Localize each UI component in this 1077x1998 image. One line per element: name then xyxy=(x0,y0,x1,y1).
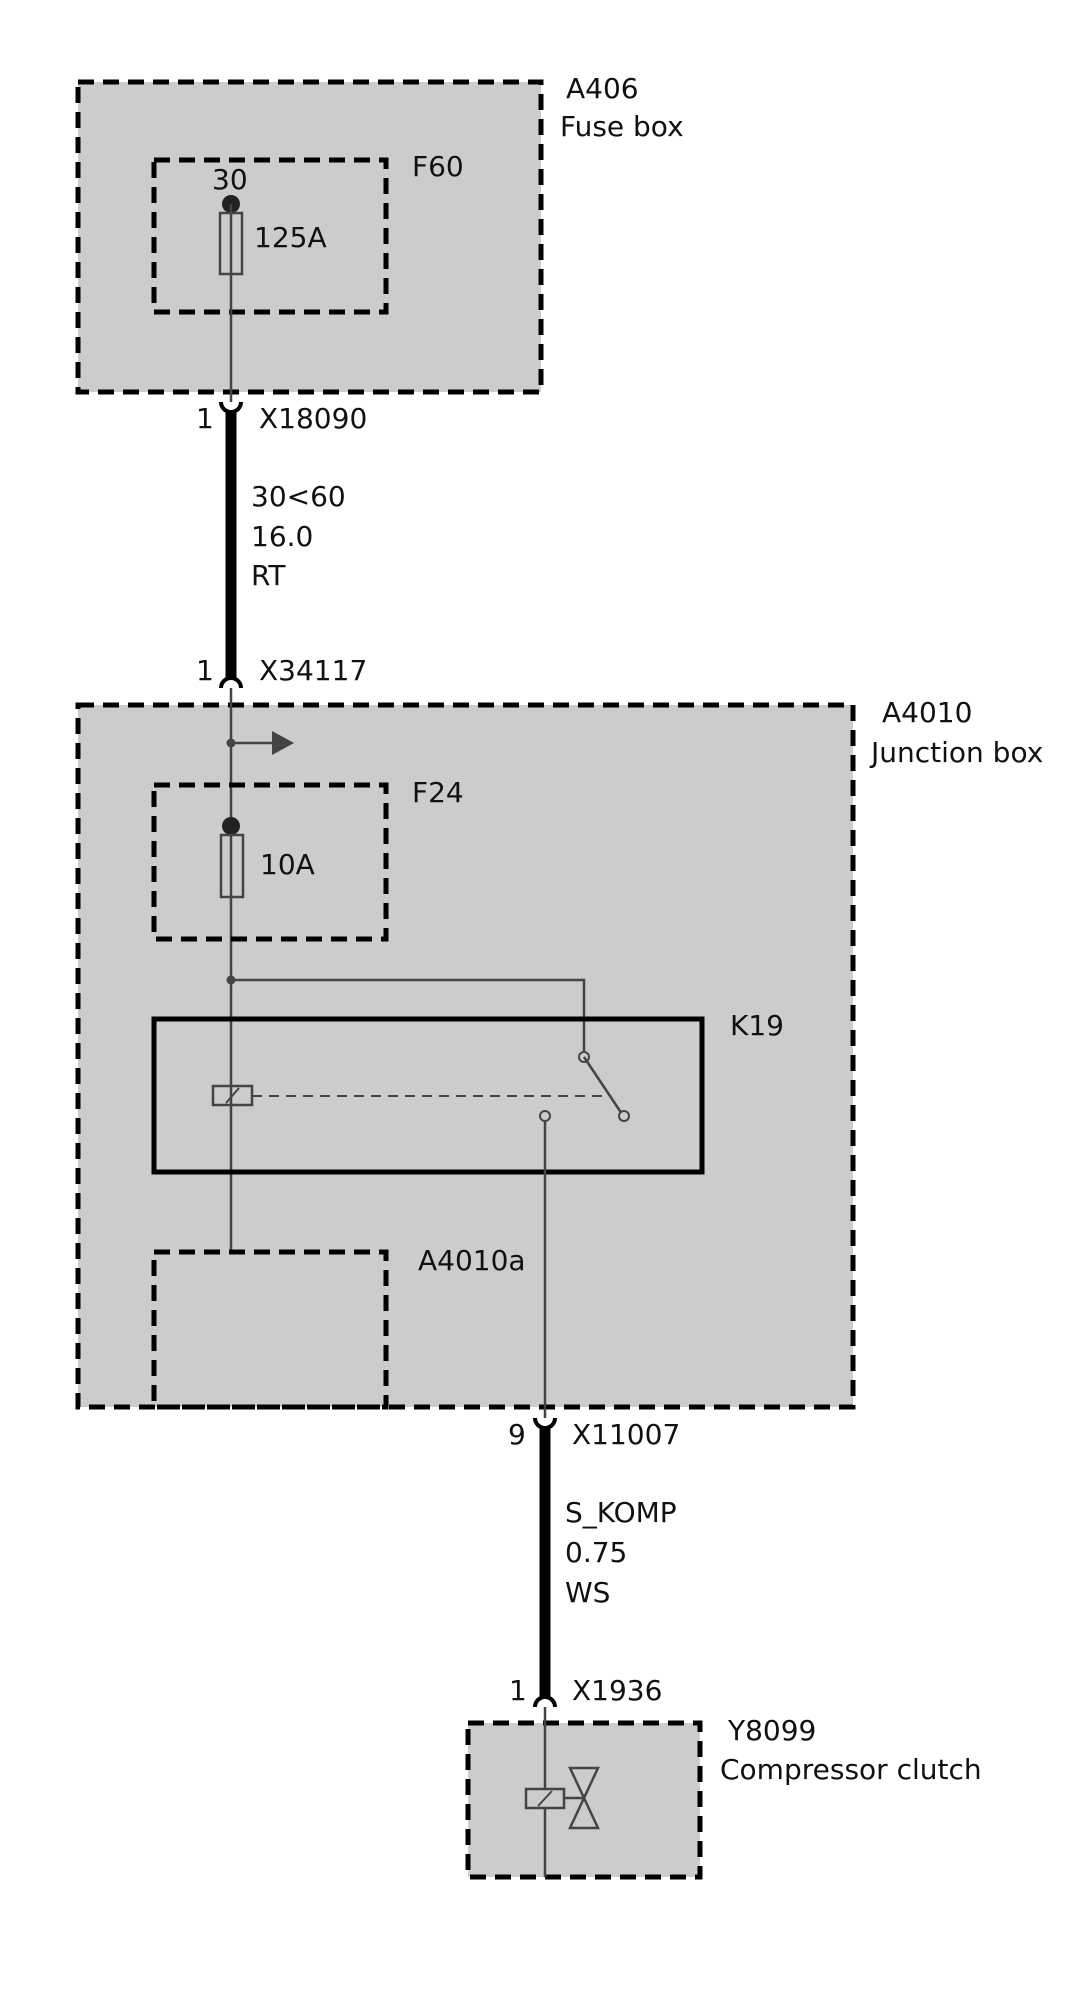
wire-upper-color: RT xyxy=(251,559,286,592)
fuse-f60-id: F60 xyxy=(412,150,464,183)
relay-contact-supply xyxy=(231,978,586,1057)
fuse-f24-box xyxy=(151,782,389,942)
relay-k19-box xyxy=(151,1016,705,1175)
relay-switch-arm xyxy=(582,1056,624,1115)
relay-contact-output xyxy=(539,1110,551,1122)
branch-arrow-icon xyxy=(272,731,294,755)
fuse-f24-node xyxy=(222,817,240,835)
wire-lower-size: 0.75 xyxy=(565,1536,627,1569)
fuse-f60-rating: 125A xyxy=(254,221,327,254)
wire-upper-signal: 30<60 xyxy=(251,480,346,513)
relay-contact-open xyxy=(618,1110,630,1122)
sub-module-a4010a-id: A4010a xyxy=(418,1244,526,1277)
compressor-clutch-id: Y8099 xyxy=(727,1714,816,1747)
fuse-f60-box xyxy=(151,157,389,315)
connector-x11007-symbol xyxy=(533,1417,557,1430)
connector-x18090-id: X18090 xyxy=(259,402,367,435)
wire-lower-signal: S_KOMP xyxy=(565,1496,677,1529)
connector-x34117-pin: 1 xyxy=(196,654,214,687)
clutch-valve-icon xyxy=(568,1766,600,1830)
fuse-f24-symbol xyxy=(219,833,245,899)
fuse-f60-terminal: 30 xyxy=(212,163,248,196)
compressor-clutch-name: Compressor clutch xyxy=(720,1753,982,1786)
connector-x11007-id: X11007 xyxy=(572,1418,680,1451)
connector-x18090-symbol xyxy=(219,401,243,414)
wire-lower-color: WS xyxy=(565,1576,610,1609)
relay-k19-id: K19 xyxy=(730,1009,784,1042)
relay-coil-diagonal xyxy=(225,1087,240,1104)
junction-box-name: Junction box xyxy=(869,736,1043,769)
connector-x1936-pin: 1 xyxy=(509,1674,527,1707)
connector-x1936-symbol xyxy=(533,1695,557,1708)
clutch-coil-diagonal xyxy=(537,1790,553,1807)
fuse-box-name: Fuse box xyxy=(560,110,684,143)
wire-upper-size: 16.0 xyxy=(251,520,313,553)
sub-module-a4010a-box xyxy=(151,1249,389,1410)
connector-x18090-pin: 1 xyxy=(196,402,214,435)
junction-box-a4010 xyxy=(75,702,856,1410)
fuse-box-id: A406 xyxy=(566,72,639,105)
connector-x34117-id: X34117 xyxy=(259,654,367,687)
connector-x34117-symbol xyxy=(219,676,243,689)
connector-x1936-id: X1936 xyxy=(572,1674,662,1707)
connector-x11007-pin: 9 xyxy=(508,1418,526,1451)
junction-box-id: A4010 xyxy=(882,696,972,729)
fuse-f24-id: F24 xyxy=(412,776,464,809)
fuse-f24-rating: 10A xyxy=(260,848,315,881)
